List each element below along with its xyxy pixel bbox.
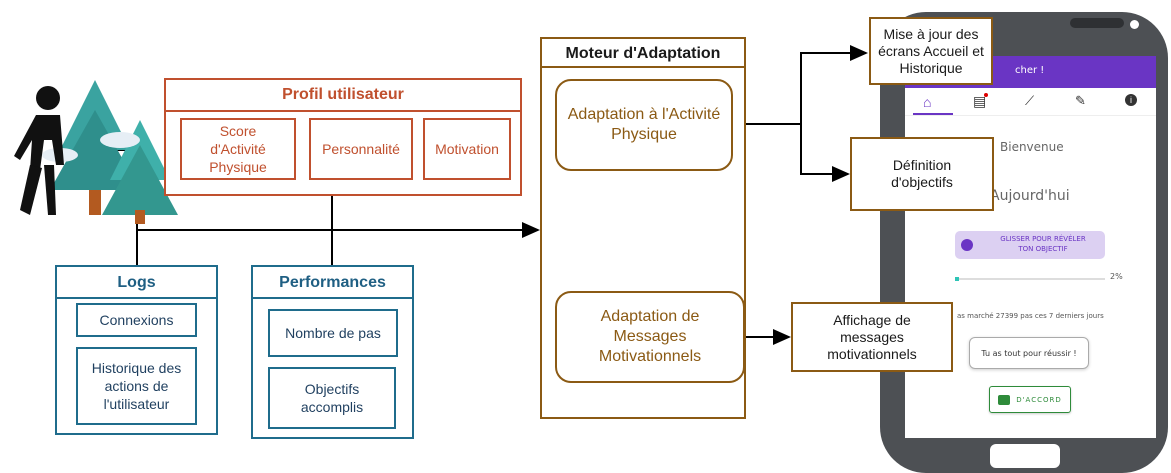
reveal-slider[interactable]: GLISSER POUR RÉVÉLER TON OBJECTIF [955,231,1105,259]
phone-header-text: cher ! [1015,65,1045,76]
phone-screen: cher ! ⌂ ▤ ⟋ ✎ i Bienvenue Aujourd'hui G… [905,56,1156,438]
performances-item-steps: Nombre de pas [268,309,398,357]
callout-screen-update: Mise à jour des écrans Accueil et Histor… [869,17,993,85]
slider-label-line2: TON OBJECTIF [1018,245,1068,253]
phone-tabbar: ⌂ ▤ ⟋ ✎ i [905,88,1156,116]
profile-title: Profil utilisateur [282,86,404,103]
engine-item-activity: Adaptation à l'Activité Physique [555,79,733,171]
logs-box: Logs Connexions Historique des actions d… [55,265,218,435]
phone-welcome: Bienvenue [1000,140,1064,154]
performances-item-goals: Objectifs accomplis [268,367,396,429]
slider-knob[interactable] [961,239,973,251]
engine-item-messages: Adaptation de Messages Motivationnels [555,291,745,383]
performances-box: Performances Nombre de pas Objectifs acc… [251,265,414,439]
engine-box: Moteur d'Adaptation Adaptation à l'Activ… [540,37,746,419]
logs-item-history: Historique des actions de l'utilisateur [76,347,197,425]
profile-item-activity-score: Score d'Activité Physique [180,118,296,180]
profile-item-motivation: Motivation [423,118,511,180]
motivation-message-text: Tu as tout pour réussir ! [981,348,1077,358]
progress-fill [955,277,959,281]
logs-item-connections: Connexions [76,303,197,337]
performances-title: Performances [279,274,386,291]
steps-text: as marché 27399 pas ces 7 derniers jours [957,312,1104,320]
slider-label-line1: GLISSER POUR RÉVÉLER [1000,235,1086,243]
progress-text: 2% [1110,272,1123,281]
profile-box: Profil utilisateur Score d'Activité Phys… [164,78,522,196]
phone-today: Aujourd'hui [990,188,1070,204]
edit-icon[interactable]: ✎ [1075,93,1086,108]
info-icon[interactable]: i [1125,94,1137,106]
phone-speaker [1070,18,1124,28]
progress-bar [955,277,1105,281]
phone-mockup: cher ! ⌂ ▤ ⟋ ✎ i Bienvenue Aujourd'hui G… [880,12,1168,473]
home-icon[interactable]: ⌂ [923,94,932,110]
ok-button-label: D'ACCORD [1016,395,1062,404]
thumbs-up-icon [998,394,1011,405]
profile-item-personality: Personnalité [309,118,413,180]
logs-title: Logs [117,274,156,291]
motivation-message: Tu as tout pour réussir ! [969,337,1089,369]
ok-button[interactable]: D'ACCORD [989,386,1071,413]
person-icon [14,86,64,215]
callout-objectives: Définition d'objectifs [850,137,994,211]
chat-icon[interactable]: ▤ [973,93,987,109]
user-illustration [14,80,178,224]
engine-title: Moteur d'Adaptation [565,45,721,62]
callout-messages: Affichage de messages motivationnels [791,302,953,372]
phone-home-button [990,444,1060,468]
trend-icon[interactable]: ⟋ [1025,93,1035,108]
camera-icon [1130,20,1139,29]
